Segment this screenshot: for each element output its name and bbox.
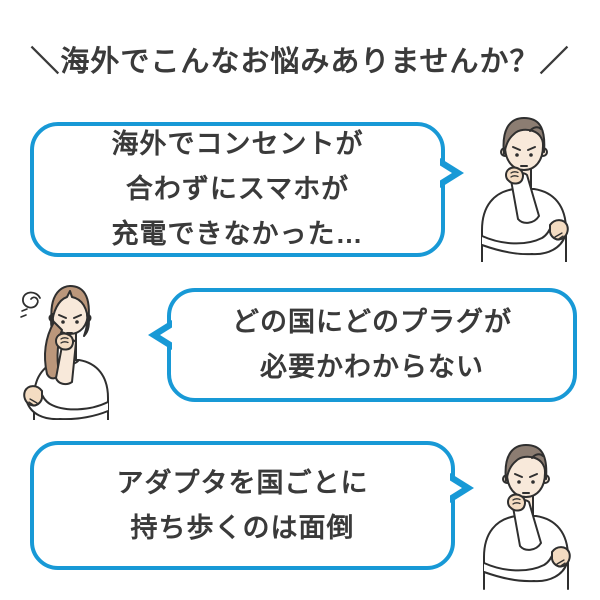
- man-hair-strand: [529, 126, 542, 132]
- hand-knuckles: [60, 337, 69, 340]
- hand-knuckles: [512, 498, 521, 501]
- bubble-line: 必要かわからない: [260, 352, 484, 382]
- bubble-line: 合わずにスマホが: [125, 174, 350, 204]
- elbow-fingers: [28, 401, 36, 407]
- man-elbow-hand: [551, 546, 571, 568]
- man-eye: [531, 480, 535, 484]
- hand-knuckles: [60, 341, 69, 344]
- man-brow: [514, 473, 523, 478]
- man-brow: [527, 146, 536, 151]
- woman-eye: [75, 320, 79, 324]
- woman-brow: [58, 314, 67, 319]
- confusion-tick: [20, 314, 27, 318]
- bubble-line: アダプタを国ごとに: [116, 467, 369, 498]
- elbow-fingers: [29, 398, 38, 404]
- confusion-tick: [21, 308, 28, 312]
- bubble-line: 海外でコンセントが: [111, 129, 364, 159]
- man-brow: [512, 146, 521, 151]
- man-eye: [529, 153, 533, 157]
- worried-woman-svg: [20, 285, 109, 420]
- bubble-line: 充電できなかった…: [111, 219, 364, 249]
- hand-knuckles: [512, 502, 521, 505]
- worried-man-illustration: [472, 112, 576, 262]
- elbow-fingers: [556, 559, 565, 565]
- elbow-fingers: [558, 562, 566, 568]
- worry-bubble-2: どの国にどのプラグが 必要かわからない: [148, 288, 577, 402]
- confusion-squiggle-icon: [22, 291, 41, 309]
- woman-brow: [73, 314, 82, 319]
- page-title: ＼海外でこんなお悩みありませんか？／: [30, 46, 570, 78]
- worry-bubble-1: 海外でコンセントが 合わずにスマホが 充電できなかった…: [30, 122, 464, 257]
- worried-man-svg: [483, 444, 571, 590]
- bubble-line: どの国にどのプラグが: [232, 307, 512, 337]
- hand-knuckles: [510, 171, 519, 174]
- worry-bubble-3: アダプタを国ごとに 持ち歩くのは面倒: [30, 441, 474, 570]
- bubble-line: 持ち歩くのは面倒: [130, 512, 355, 543]
- worried-man-illustration: [474, 438, 578, 590]
- woman-elbow-hand: [23, 385, 43, 407]
- worried-man-svg: [481, 117, 569, 262]
- woman-hair-side: [83, 313, 90, 337]
- man-brow: [529, 473, 538, 478]
- hand-knuckles: [510, 175, 519, 178]
- man-elbow-hand: [549, 219, 569, 241]
- elbow-fingers: [556, 235, 564, 241]
- elbow-fingers: [554, 232, 563, 238]
- man-hair-strand: [531, 453, 544, 459]
- man-eye: [515, 153, 519, 157]
- woman-eye: [61, 320, 65, 324]
- man-eye: [517, 480, 521, 484]
- worried-woman-illustration: [12, 278, 132, 420]
